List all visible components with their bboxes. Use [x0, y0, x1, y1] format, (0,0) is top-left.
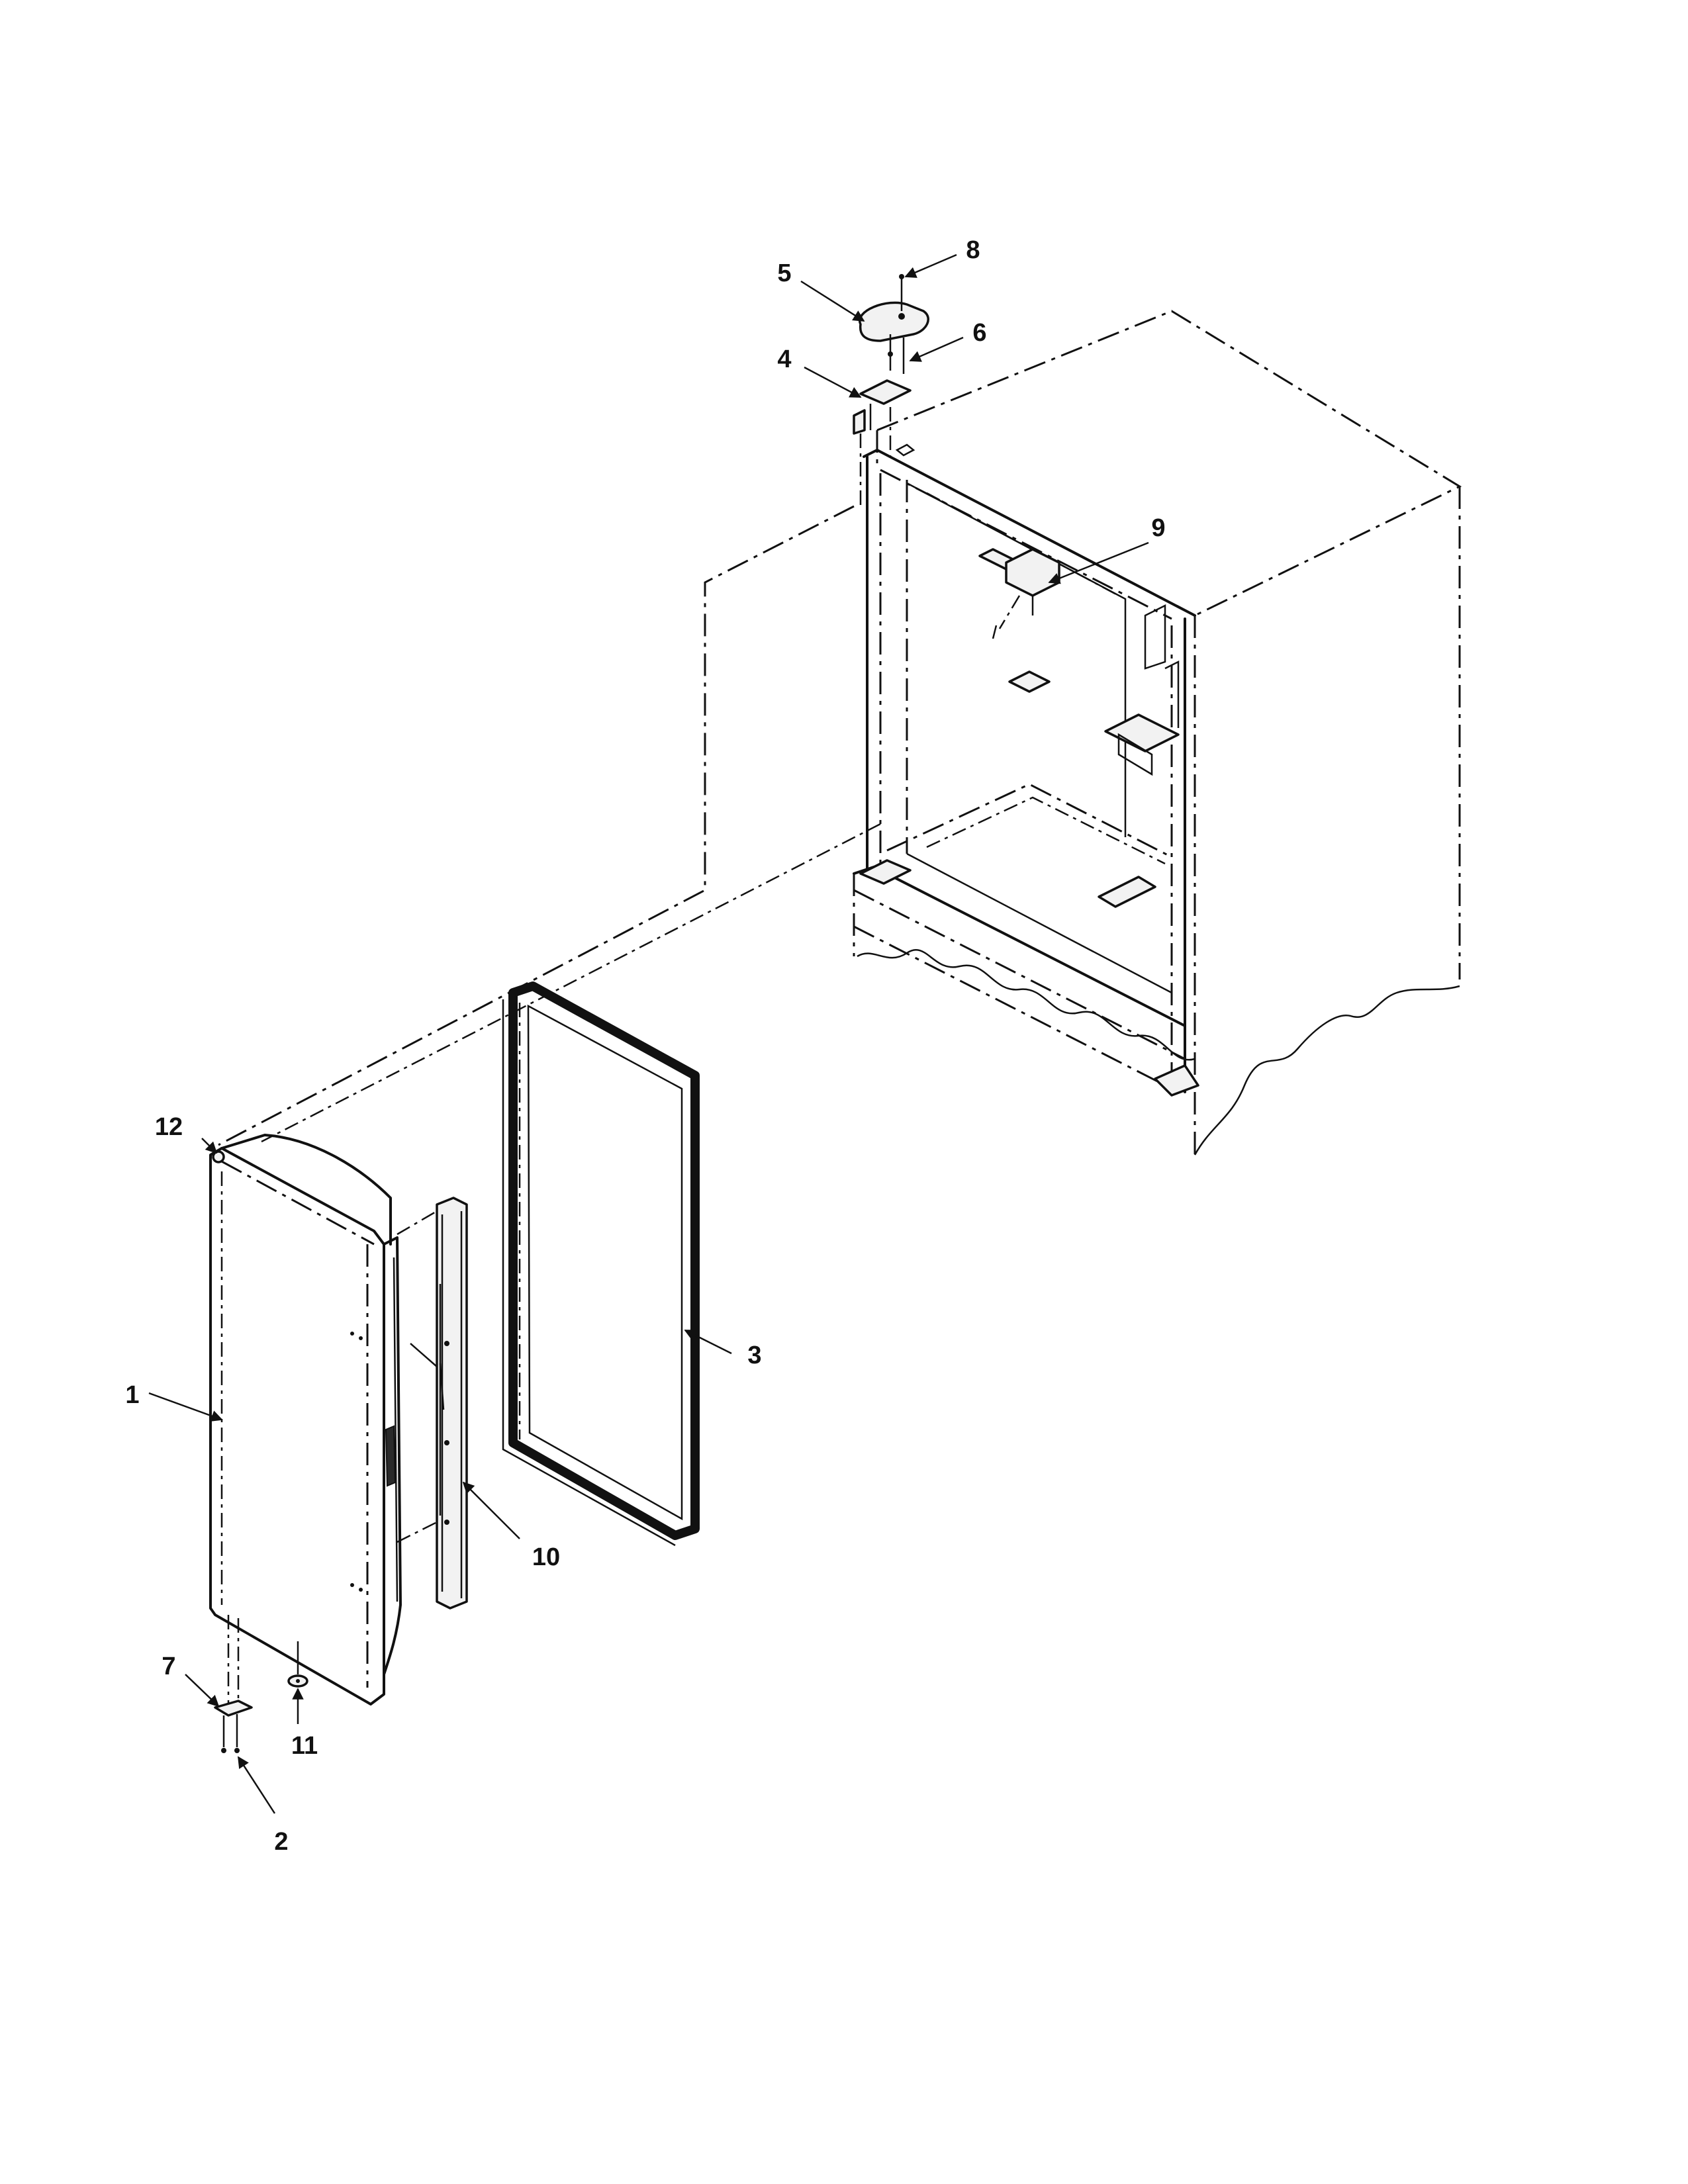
callout-5: 5 [777, 259, 791, 287]
leader-3 [684, 1329, 732, 1355]
leader-4 [804, 366, 862, 398]
part-10-door-liner [410, 1197, 468, 1610]
callout-10: 10 [532, 1543, 560, 1571]
leader-8 [904, 253, 957, 278]
leader-lines [148, 253, 1149, 1814]
bottom-hinge-assembly [214, 1615, 308, 1753]
refrigerator-cabinet [853, 310, 1462, 1158]
part-7-bottom-hinge [214, 1700, 253, 1717]
part-1-door [209, 1134, 438, 1706]
callout-7: 7 [162, 1653, 175, 1680]
callout-2: 2 [274, 1828, 288, 1856]
leader-5 [800, 280, 865, 322]
part-4-hinge-bracket [859, 379, 912, 405]
projection-lines [218, 505, 881, 1146]
leader-1 [148, 1392, 223, 1422]
top-hinge-assembly [853, 274, 929, 506]
part-3-door-gasket [502, 981, 700, 1547]
callout-9: 9 [1151, 514, 1165, 542]
part-5-hinge-cover [858, 301, 929, 342]
callout-8: 8 [966, 236, 980, 264]
callout-6: 6 [972, 319, 986, 347]
callout-labels: 1 2 3 4 5 6 7 8 9 10 11 12 [125, 236, 1165, 1856]
part-2-screw [221, 1748, 226, 1753]
leader-12 [201, 1138, 218, 1154]
leader-2 [237, 1756, 276, 1814]
callout-3: 3 [747, 1342, 761, 1369]
leader-9 [1048, 541, 1149, 584]
callout-1: 1 [125, 1381, 139, 1409]
leader-7 [185, 1674, 220, 1707]
leader-10 [462, 1481, 520, 1539]
callout-11: 11 [291, 1732, 318, 1760]
callout-12: 12 [155, 1113, 183, 1141]
leader-6 [909, 336, 964, 362]
callout-4: 4 [777, 345, 791, 373]
